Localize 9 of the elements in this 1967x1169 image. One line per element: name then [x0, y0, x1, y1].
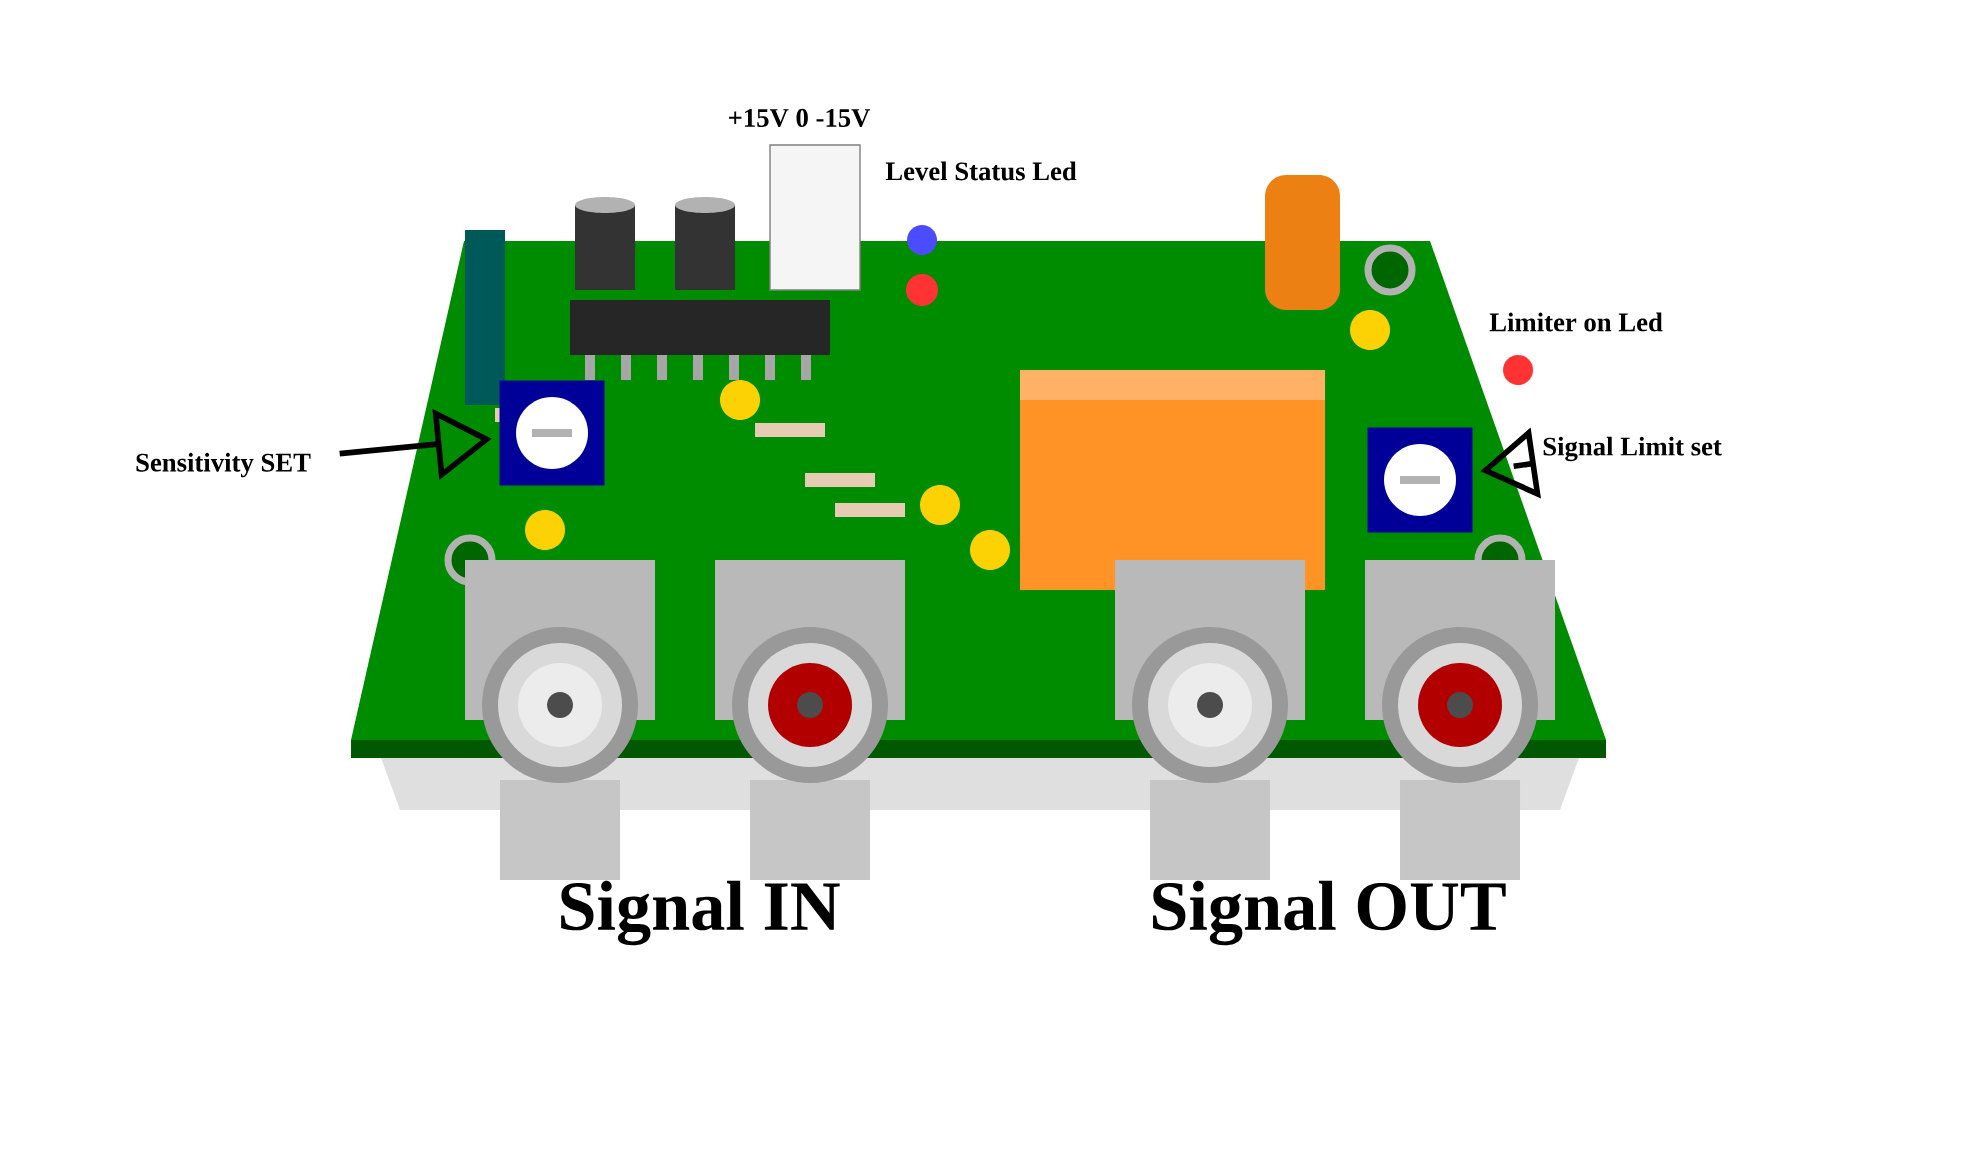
trimmer-potentiometer [1367, 427, 1473, 533]
callout-text: Signal Limit set [1543, 436, 1722, 462]
callout-text: Limiter on Led [1489, 312, 1663, 332]
callout-text: Sensitivity SET [136, 452, 311, 478]
heading-text: Signal OUT [1153, 880, 1506, 946]
callout-text: Level Status Led [885, 161, 1077, 181]
trimmer-potentiometer [499, 380, 605, 486]
callout-text: +15V 0 -15V [729, 108, 871, 128]
heading-text: Signal IN [561, 880, 840, 946]
